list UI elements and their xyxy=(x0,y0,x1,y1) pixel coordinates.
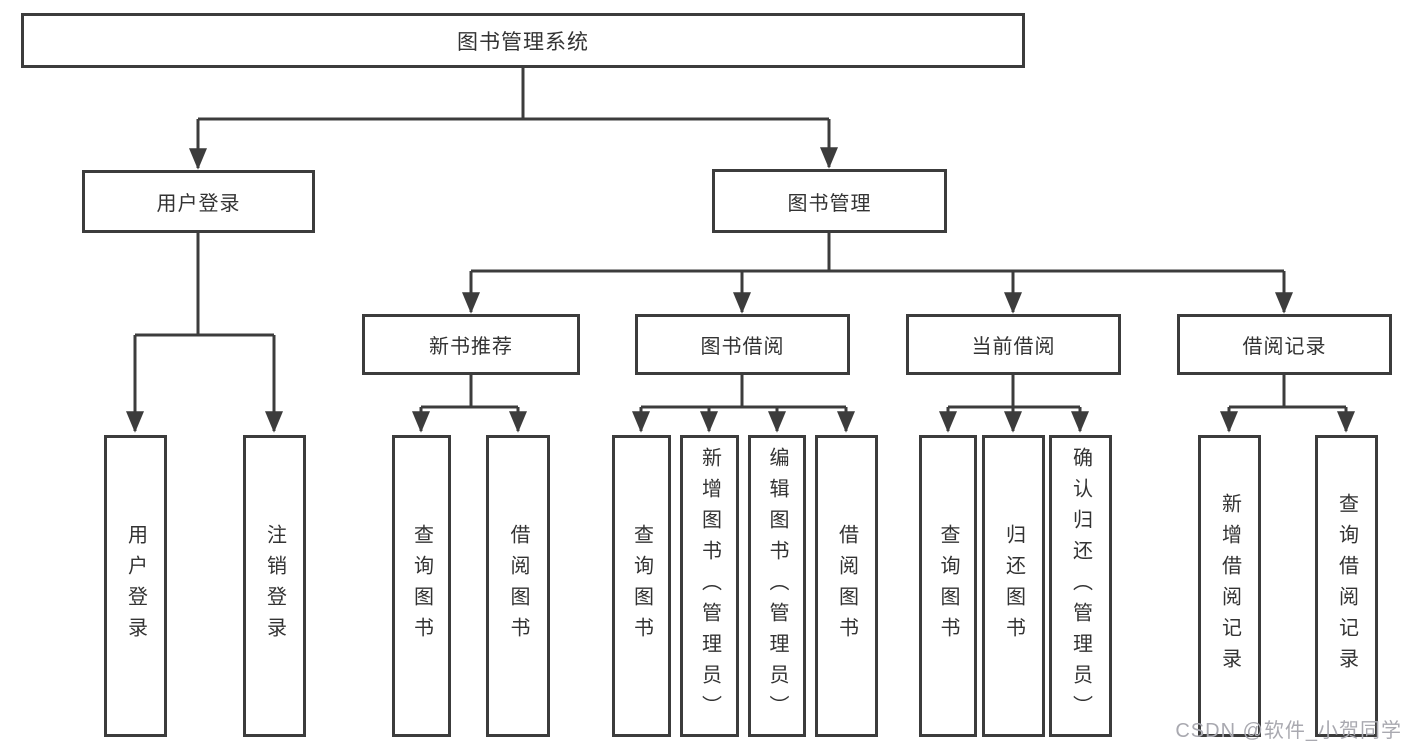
csdn-watermark: CSDN @软件_小贺同学 xyxy=(1175,720,1402,742)
node-root: 图书管理系统 xyxy=(21,13,1025,68)
connector-line xyxy=(421,375,518,409)
edge-borrow-record-to-leaves xyxy=(1220,375,1355,433)
edge-root-to-level2 xyxy=(189,68,838,170)
connector-line xyxy=(471,233,1284,273)
node-leaf-query-book-1: 查询图书 xyxy=(392,435,451,737)
node-book-borrow: 图书借阅 xyxy=(635,314,850,375)
edge-new-book-rec-to-leaves xyxy=(412,375,527,433)
node-leaf-borrow-book-1: 借阅图书 xyxy=(486,435,550,737)
node-leaf-add-book: 新增图书（管理员） xyxy=(680,435,739,737)
connector-line xyxy=(1229,375,1346,409)
node-leaf-user-login: 用户登录 xyxy=(104,435,167,737)
node-borrow-record: 借阅记录 xyxy=(1177,314,1392,375)
node-leaf-query-record: 查询借阅记录 xyxy=(1315,435,1378,737)
node-new-book-rec: 新书推荐 xyxy=(362,314,580,375)
node-leaf-query-book-2: 查询图书 xyxy=(612,435,671,737)
node-leaf-logout: 注销登录 xyxy=(243,435,306,737)
node-leaf-edit-book: 编辑图书（管理员） xyxy=(748,435,806,737)
node-leaf-borrow-book-2: 借阅图书 xyxy=(815,435,878,737)
node-user-login: 用户登录 xyxy=(82,170,315,233)
edge-book-borrow-to-leaves xyxy=(632,375,855,433)
node-leaf-confirm-return: 确认归还（管理员） xyxy=(1049,435,1112,737)
connector-line xyxy=(641,375,846,409)
node-book-mgmt: 图书管理 xyxy=(712,169,947,233)
node-leaf-query-book-3: 查询图书 xyxy=(919,435,977,737)
edge-user-login-to-leaves xyxy=(126,233,283,433)
edge-book-mgmt-to-level3 xyxy=(462,233,1293,314)
connector-line xyxy=(135,233,274,337)
edge-current-borrow-to-leaves xyxy=(939,375,1089,433)
node-current-borrow: 当前借阅 xyxy=(906,314,1121,375)
connector-line xyxy=(948,375,1080,409)
node-leaf-return-book: 归还图书 xyxy=(982,435,1045,737)
node-leaf-add-record: 新增借阅记录 xyxy=(1198,435,1261,737)
connector-line xyxy=(198,68,829,121)
